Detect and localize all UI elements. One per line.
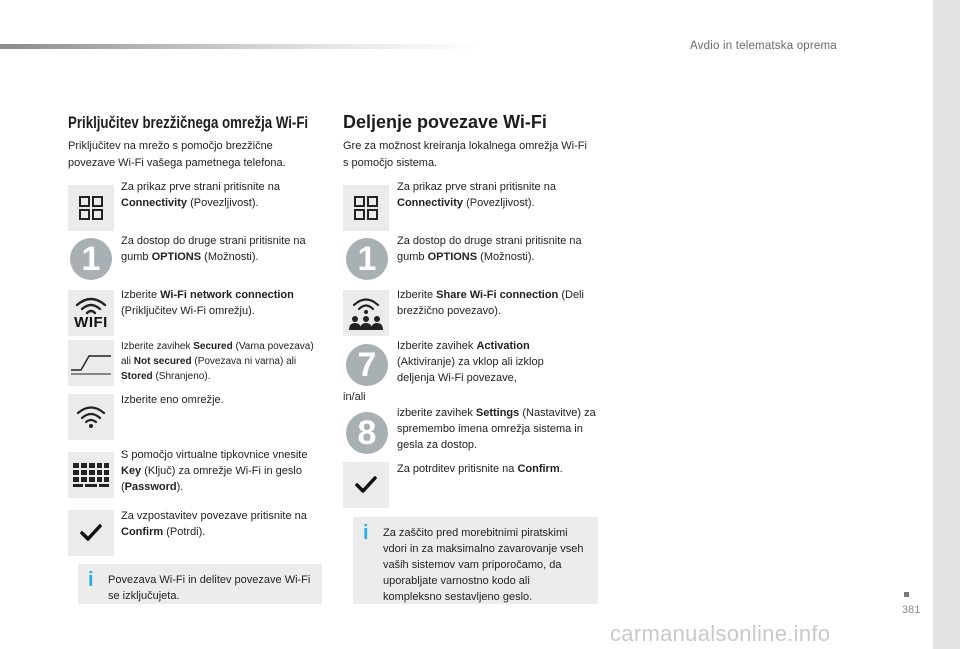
connectivity-grid-icon bbox=[343, 185, 389, 231]
info-icon: i bbox=[363, 522, 369, 544]
left-step-select-network: Izberite eno omrežje. bbox=[121, 394, 224, 406]
right-title: Deljenje povezave Wi-Fi bbox=[343, 112, 547, 132]
step-number-badge: 1 bbox=[70, 238, 112, 280]
tab-icon bbox=[68, 340, 114, 386]
wifi-icon: WIFI bbox=[68, 290, 114, 336]
checkmark-icon bbox=[343, 462, 389, 508]
step-number-badge: 8 bbox=[346, 412, 388, 454]
share-wifi-icon bbox=[343, 290, 389, 336]
connectivity-grid-icon bbox=[68, 185, 114, 231]
left-step-connectivity: Za prikaz prve strani pritisnite na Conn… bbox=[121, 181, 280, 209]
left-step-options: Za dostop do druge strani pritisnite na … bbox=[121, 235, 306, 263]
section-title: Avdio in telematska oprema bbox=[690, 40, 837, 52]
left-title: Priključitev brezžičnega omrežja Wi-Fi bbox=[68, 113, 309, 132]
right-step-confirm: Za potrditev pritisnite na Confirm. bbox=[397, 463, 563, 475]
page-edge-strip bbox=[933, 0, 960, 649]
left-step-wifi-network: Izberite Wi-Fi network connection (Prikl… bbox=[121, 289, 294, 317]
right-step-share-wifi: Izberite Share Wi-Fi connection (Deli br… bbox=[397, 289, 584, 317]
right-intro: Gre za možnost kreiranja lokalnega omrež… bbox=[343, 140, 587, 169]
page-number: 381 bbox=[902, 604, 921, 616]
or-label: in/ali bbox=[343, 391, 366, 403]
checkmark-icon bbox=[68, 510, 114, 556]
keyboard-icon bbox=[68, 452, 114, 498]
left-info-note: i Povezava Wi-Fi in delitev povezave Wi-… bbox=[78, 564, 322, 604]
left-intro: Priključitev na mrežo s pomočjo brezžičn… bbox=[68, 140, 286, 169]
header-rule bbox=[0, 44, 480, 49]
watermark: carmanualsonline.info bbox=[610, 621, 831, 646]
right-step-settings: izberite zavihek Settings (Nastavitve) z… bbox=[397, 407, 596, 451]
right-info-note: i Za zaščito pred morebitnimi piratskimi… bbox=[353, 517, 598, 604]
left-step-tabs: Izberite zavihek Secured (Varna povezava… bbox=[121, 341, 314, 382]
right-step-activation: Izberite zavihek Activation (Aktiviranje… bbox=[397, 340, 544, 384]
right-step-options: Za dostop do druge strani pritisnite na … bbox=[397, 235, 582, 263]
right-step-connectivity: Za prikaz prve strani pritisnite na Conn… bbox=[397, 181, 556, 209]
step-number-badge: 7 bbox=[346, 344, 388, 386]
step-number-badge: 1 bbox=[346, 238, 388, 280]
left-step-confirm: Za vzpostavitev povezave pritisnite na C… bbox=[121, 510, 307, 538]
wifi-signal-icon bbox=[68, 394, 114, 440]
info-icon: i bbox=[88, 569, 94, 591]
page-marker bbox=[904, 592, 909, 597]
wifi-icon-label: WIFI bbox=[74, 313, 108, 331]
left-step-keyboard: S pomočjo virtualne tipkovnice vnesite K… bbox=[121, 449, 308, 493]
